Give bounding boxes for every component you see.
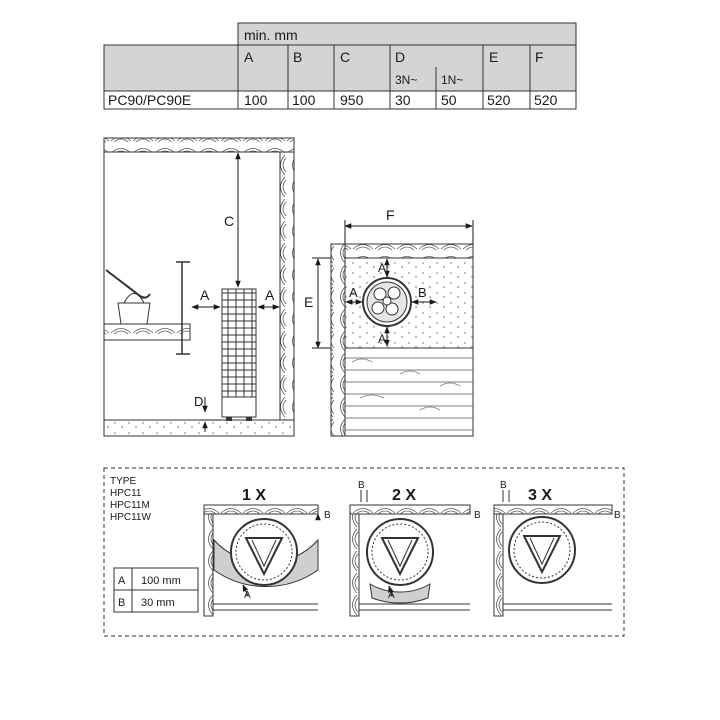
- top-view-bench: [344, 347, 474, 437]
- variant-1x-title: 1 X: [242, 487, 266, 504]
- clearance-table: min. mm A B C D E F 3N~ 1N~ PC90/PC90E 1…: [103, 22, 577, 110]
- cell-d-1n: 50: [441, 92, 457, 108]
- variant-3x: 3 X B B: [493, 480, 621, 617]
- right-wall: [279, 151, 295, 421]
- variant-3x-heater-icon: [508, 516, 576, 584]
- sauna-bench: [103, 323, 191, 341]
- col-d-3n-subheader: 3N~: [395, 73, 417, 87]
- heater-top-view: [362, 277, 412, 327]
- col-e-header: E: [489, 49, 498, 65]
- legend-b-key: B: [118, 597, 125, 609]
- variant-1x-b-label: B: [324, 510, 331, 521]
- variant-3x-b-top-label: B: [500, 480, 507, 491]
- type-hpc11w: HPC11W: [110, 512, 151, 523]
- side-view-diagram: C A A D: [103, 137, 295, 437]
- legend-a-value: 100 mm: [141, 575, 181, 587]
- heater-base: [221, 396, 257, 418]
- dim-c-label: C: [224, 213, 234, 229]
- table-data-row: [103, 90, 577, 110]
- type-heading: TYPE: [110, 476, 136, 487]
- table-column-header-row: [237, 44, 577, 92]
- variant-2x-b-side-label: B: [474, 510, 481, 521]
- top-view-back-wall: [344, 243, 474, 259]
- dim-f-label: F: [386, 207, 395, 223]
- dim-a-side-label: A: [349, 285, 358, 300]
- cell-b: 100: [292, 92, 316, 108]
- dim-e-label: E: [304, 294, 313, 310]
- variant-2x-heater-icon: [366, 518, 434, 586]
- variant-1x-heater-icon: [230, 518, 298, 586]
- dim-a-down-label: A: [378, 332, 386, 346]
- cell-e: 520: [487, 92, 511, 108]
- dashed-frame: [103, 467, 625, 637]
- sauna-heater: [221, 288, 257, 398]
- cell-d-3n: 30: [395, 92, 411, 108]
- col-f-header: F: [535, 49, 544, 65]
- col-d-1n-subheader: 1N~: [441, 73, 463, 87]
- dim-a-right-label: A: [265, 287, 275, 303]
- legend-a-key: A: [118, 575, 126, 587]
- floor: [103, 419, 295, 437]
- dim-d-label: D: [194, 394, 203, 409]
- ladle-icon: [105, 269, 151, 299]
- table-model-header-cell: [103, 44, 239, 92]
- table-header: min. mm: [244, 27, 298, 43]
- legend-table: A 100 mm B 30 mm: [113, 567, 199, 613]
- variant-1x: 1 X B A: [203, 487, 331, 617]
- variant-2x-clearance-zone: [369, 583, 431, 604]
- cell-c: 950: [340, 92, 364, 108]
- col-b-header: B: [293, 49, 302, 65]
- variant-3x-title: 3 X: [528, 487, 552, 504]
- type-hpc11m: HPC11M: [110, 500, 150, 511]
- dim-a-up-label: A: [378, 261, 386, 275]
- dim-a-left-label: A: [200, 287, 210, 303]
- cell-f: 520: [534, 92, 558, 108]
- col-c-header: C: [340, 49, 350, 65]
- top-view-diagram: F E A A B A: [304, 207, 474, 437]
- sauna-bucket-icon: [117, 302, 151, 325]
- variant-2x-a-label: A: [388, 590, 395, 601]
- variant-2x: 2 X B B A: [349, 480, 481, 617]
- cell-a: 100: [244, 92, 268, 108]
- variant-2x-b-top-label: B: [358, 480, 365, 491]
- variant-2x-title: 2 X: [392, 487, 416, 504]
- variant-3x-b-side-label: B: [614, 510, 621, 521]
- row-model-label: PC90/PC90E: [108, 92, 191, 108]
- ceiling-panel: [103, 137, 295, 153]
- variant-1x-a-label: A: [244, 590, 251, 601]
- col-d-header: D: [395, 49, 405, 65]
- installation-options-box: TYPE HPC11 HPC11M HPC11W A 100 mm B 30 m…: [103, 467, 625, 637]
- top-view-left-wall: [330, 243, 346, 437]
- dim-b-label: B: [418, 285, 427, 300]
- type-hpc11: HPC11: [110, 488, 142, 499]
- heater-guard-rail: [176, 261, 190, 355]
- col-a-header: A: [244, 49, 254, 65]
- legend-b-value: 30 mm: [141, 597, 175, 609]
